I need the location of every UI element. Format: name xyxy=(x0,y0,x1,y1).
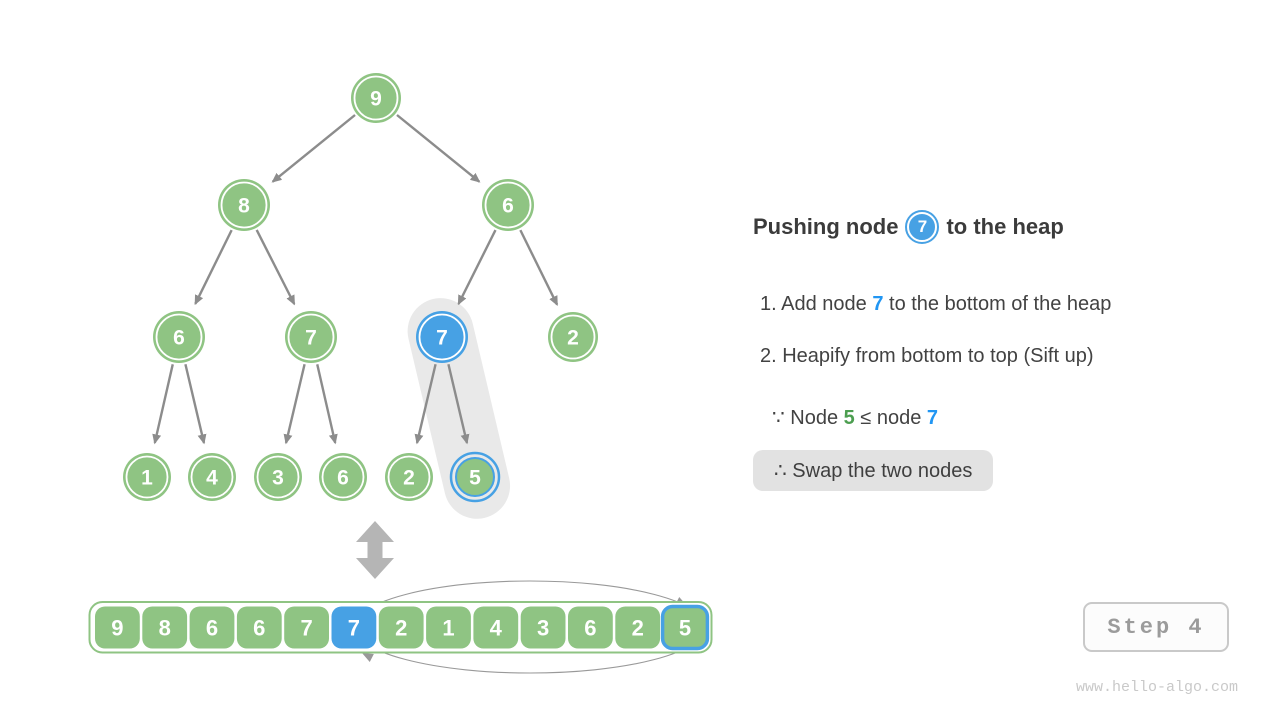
tree-node-value: 2 xyxy=(567,327,579,350)
tree-node-value: 7 xyxy=(305,327,317,350)
tree-edge xyxy=(184,363,207,445)
tree-node-6: 6 xyxy=(319,453,367,501)
tree-node-7: 7 xyxy=(416,311,468,363)
tree-edge xyxy=(152,364,174,445)
array-cell-1: 8 xyxy=(142,606,188,649)
array-cell-0: 9 xyxy=(95,606,140,649)
instruction-1-text: 1. Add node xyxy=(760,293,873,315)
array-cell-5: 7 xyxy=(331,606,377,649)
tree-edge xyxy=(255,229,296,306)
tree-node-value: 1 xyxy=(141,467,153,490)
array-cell-value: 8 xyxy=(159,616,171,641)
array-cell-4: 7 xyxy=(284,606,329,649)
array-cell-6: 2 xyxy=(378,606,424,649)
array-cell-7: 1 xyxy=(426,606,471,649)
array-cell-12: 5 xyxy=(660,604,710,651)
array-cell-value: 6 xyxy=(206,616,218,641)
panel-title: Pushing node 7 to the heap xyxy=(753,210,1064,244)
tree-edge xyxy=(316,364,338,445)
tree-node-3: 3 xyxy=(254,453,302,501)
tree-node-value: 6 xyxy=(502,195,514,218)
array-cell-value: 7 xyxy=(300,616,312,641)
tree-edge xyxy=(457,229,497,306)
instruction-2-text: 2. Heapify from bottom to top (Sift up) xyxy=(760,345,1094,367)
tree-node-value: 2 xyxy=(403,467,415,490)
array-cell-value: 7 xyxy=(348,616,360,641)
because-node-7: 7 xyxy=(926,407,939,429)
array-cell-value: 3 xyxy=(537,616,549,641)
tree-node-4: 4 xyxy=(188,453,236,501)
tree-node-8: 8 xyxy=(218,179,270,231)
array-cell-3: 6 xyxy=(236,606,282,649)
tree-edge xyxy=(194,229,233,306)
instruction-step-1: 1. Add node 7 to the bottom of the heap xyxy=(760,293,1111,316)
tree-node-value: 4 xyxy=(206,467,218,490)
array-cell-9: 3 xyxy=(520,606,566,649)
tree-array-sync-arrow xyxy=(356,521,394,579)
tree-edge xyxy=(414,363,437,445)
array-cell-value: 5 xyxy=(679,616,691,641)
tree-node-7: 7 xyxy=(285,311,337,363)
array-cell-value: 1 xyxy=(442,616,454,641)
tree-node-value: 6 xyxy=(173,327,185,350)
array-cell-value: 4 xyxy=(490,616,503,641)
tree-node-value: 9 xyxy=(370,88,382,111)
tree-edge xyxy=(447,363,470,445)
tree-node-2: 2 xyxy=(548,312,598,362)
array-cell-value: 6 xyxy=(253,616,265,641)
tree-node-5: 5 xyxy=(449,451,501,503)
instruction-1-text-tail: to the bottom of the heap xyxy=(883,293,1112,315)
tree-node-value: 5 xyxy=(469,467,481,490)
heap-tree-and-array-svg: 9 8 6 6 7 7 2 1 4 3 6 2 5 9 8 6 6 7 7 2 1 4 3 6 2 5 xyxy=(88,73,713,674)
tree-node-6: 6 xyxy=(153,311,205,363)
tree-node-value: 7 xyxy=(436,327,448,350)
panel-title-prefix: Pushing node xyxy=(753,214,899,239)
because-text: ∵ Node xyxy=(772,407,844,429)
array-cell-2: 6 xyxy=(189,606,235,649)
swap-conclusion-text: ∴ Swap the two nodes xyxy=(774,460,973,482)
swap-arc-arrowhead-left xyxy=(362,653,374,663)
tree-node-9: 9 xyxy=(351,73,401,123)
array-cell-value: 6 xyxy=(584,616,596,641)
array-cell-8: 4 xyxy=(473,606,519,649)
array-cell-value: 9 xyxy=(111,616,123,641)
array-cell-10: 6 xyxy=(568,606,613,649)
tree-node-2: 2 xyxy=(385,453,433,501)
tree-edge xyxy=(519,229,559,307)
tree-node-value: 3 xyxy=(272,467,284,490)
array-cell-11: 2 xyxy=(615,606,661,649)
array-cell-value: 2 xyxy=(632,616,644,641)
tree-edge xyxy=(271,114,356,183)
because-operator: ≤ node xyxy=(854,407,927,429)
step-button-label: Step 4 xyxy=(1107,614,1205,640)
swap-conclusion-box: ∴ Swap the two nodes xyxy=(753,450,994,491)
panel-title-suffix: to the heap xyxy=(946,214,1064,239)
because-node-5: 5 xyxy=(843,407,855,429)
instruction-step-2: 2. Heapify from bottom to top (Sift up) xyxy=(760,345,1093,368)
tree-node-6: 6 xyxy=(482,179,534,231)
tree-edge xyxy=(396,114,481,183)
because-condition: ∵ Node 5 ≤ node 7 xyxy=(772,405,938,430)
array-cell-value: 2 xyxy=(395,616,407,641)
watermark: www.hello-algo.com xyxy=(1075,679,1238,696)
node-7-badge-value: 7 xyxy=(917,217,928,236)
tree-node-value: 6 xyxy=(337,467,349,490)
step-button[interactable]: Step 4 xyxy=(1083,602,1229,652)
tree-node-1: 1 xyxy=(123,453,171,501)
tree-edge xyxy=(283,363,306,445)
instruction-1-node-value: 7 xyxy=(872,293,884,315)
tree-node-value: 8 xyxy=(238,195,250,218)
node-7-badge: 7 xyxy=(905,210,940,244)
